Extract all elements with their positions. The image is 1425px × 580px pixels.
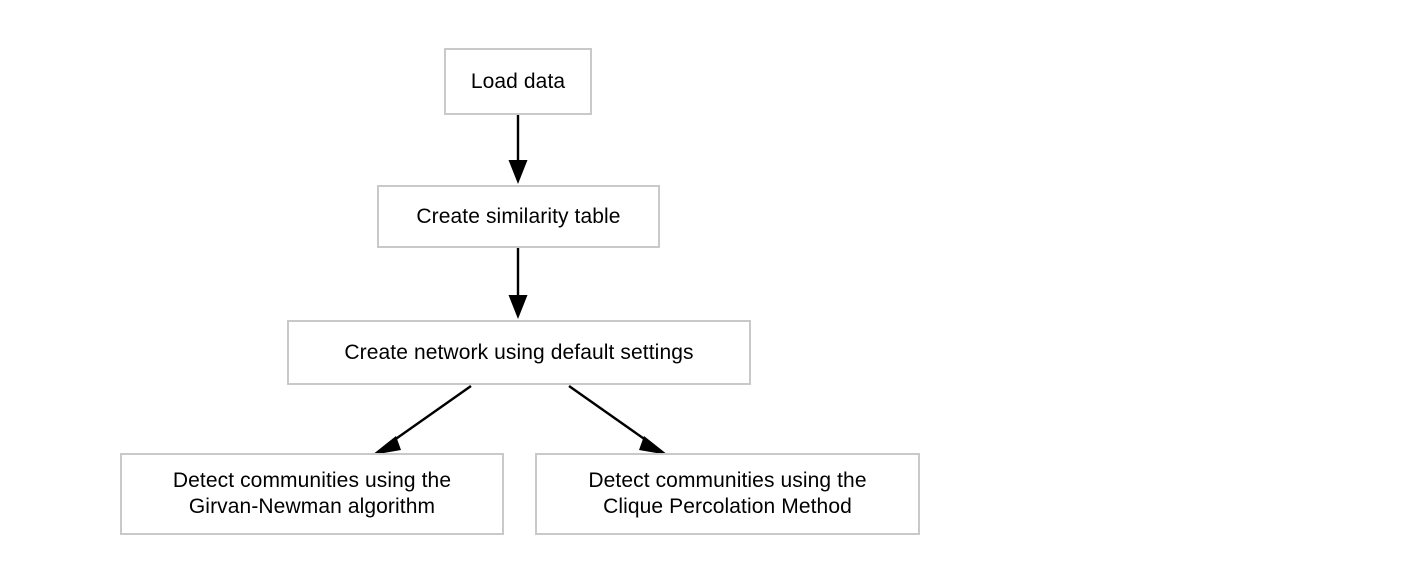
node-detect-communities-girvan-newman[interactable]: Detect communities using the Girvan-Newm… bbox=[120, 453, 504, 535]
edge-similarity-to-network bbox=[508, 248, 528, 319]
node-create-similarity-table[interactable]: Create similarity table bbox=[377, 185, 660, 248]
node-create-network-label: Create network using default settings bbox=[344, 340, 694, 364]
node-create-similarity-table-label: Create similarity table bbox=[416, 204, 621, 228]
edge-network-to-clique bbox=[568, 385, 668, 455]
node-detect-communities-clique-percolation[interactable]: Detect communities using the Clique Perc… bbox=[535, 453, 920, 535]
node-detect-communities-clique-percolation-label: Detect communities using the Clique Perc… bbox=[588, 469, 867, 518]
edge-network-to-girvan bbox=[372, 385, 472, 455]
edge-load-to-similarity bbox=[508, 115, 528, 184]
node-load-data[interactable]: Load data bbox=[444, 48, 592, 115]
node-create-network[interactable]: Create network using default settings bbox=[287, 320, 751, 385]
node-load-data-label: Load data bbox=[470, 69, 566, 93]
node-detect-communities-girvan-newman-label: Detect communities using the Girvan-Newm… bbox=[172, 469, 452, 518]
